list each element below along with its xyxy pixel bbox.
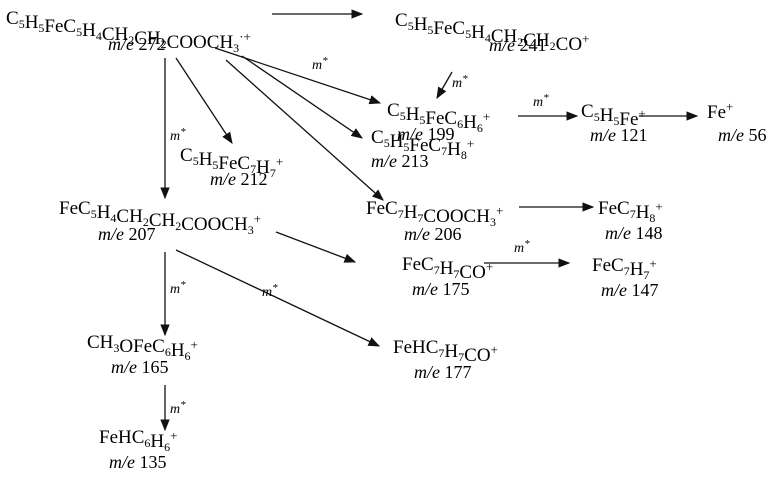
transition-arrow-272-to-207: m* (160, 58, 186, 200)
ion-formula: FeC7H8+ (598, 198, 663, 225)
mass-to-charge-label: m/e 213 (371, 151, 429, 171)
ion-formula: FeC7H7CO+ (402, 254, 493, 283)
ion-formula: C5H5Fe+ (581, 101, 646, 130)
transition-arrow-207-to-177: m* (175, 249, 381, 347)
fragment-ion-121: C5H5Fe+m/e 121 (581, 101, 648, 145)
mass-to-charge-label: m/e 212 (210, 169, 268, 189)
ion-formula: FeHC6H6+ (99, 427, 177, 454)
mass-to-charge-label: m/e 199 (397, 124, 455, 144)
transition-arrow-272-to-206 (225, 59, 384, 201)
metastable-label: m* (170, 399, 186, 417)
metastable-label: m* (514, 238, 530, 256)
fragment-ion-272: C5H5FeC5H4CH2CH2COOCH3·+m/e 272 (6, 8, 251, 55)
mass-to-charge-label: m/e 165 (111, 357, 169, 377)
ion-formula: Fe+ (707, 99, 733, 123)
mass-to-charge-label: m/e 206 (404, 224, 462, 244)
arrow-line (175, 57, 233, 144)
fragment-ion-175: FeC7H7CO+m/e 175 (402, 254, 493, 299)
transition-arrow-165-to-135: m* (160, 385, 186, 432)
fragment-ion-213: C5H5FeC7H8+m/e 213 (371, 127, 474, 171)
arrow-line (175, 249, 381, 347)
ion-formula: FeC7H7+ (592, 255, 657, 282)
fragment-ion-147: FeC7H7+m/e 147 (592, 255, 659, 300)
ion-formula: C5H5FeC6H6+ (387, 100, 490, 135)
metastable-label: m* (262, 282, 278, 300)
ion-formula: C5H5FeC5H4CH2CH2COOCH3·+ (6, 8, 251, 55)
mass-to-charge-label: m/e 147 (601, 280, 659, 300)
fragment-ion-135: FeHC6H6+m/e 135 (99, 427, 177, 472)
metastable-label: m* (170, 279, 186, 297)
fragment-ion-56: Fe+m/e 56 (707, 99, 767, 145)
mass-to-charge-label: m/e 56 (718, 125, 767, 145)
ion-formula: FeC5H4CH2CH2COOCH3+ (59, 198, 261, 237)
ion-formula: FeHC7H7CO+ (393, 337, 498, 366)
mass-to-charge-label: m/e 148 (605, 223, 663, 243)
transition-arrow-272-to-212 (175, 57, 233, 144)
metastable-label: m* (312, 55, 328, 73)
transition-arrow-207-to-175 (275, 231, 357, 263)
ion-formula: CH3OFeC6H6+ (87, 332, 198, 363)
arrow-line (275, 231, 357, 263)
mass-to-charge-label: m/e 207 (98, 224, 156, 244)
fragment-ion-212: C5H5FeC7H7+m/e 212 (180, 145, 283, 189)
fragment-ion-177: FeHC7H7CO+m/e 177 (393, 337, 498, 382)
transition-arrow-175-to-147: m* (484, 238, 571, 268)
transition-arrow-272-to-199: m* (214, 47, 382, 105)
fragment-ion-165: CH3OFeC6H6+m/e 165 (87, 332, 198, 377)
mass-to-charge-label: m/e 272 (108, 34, 166, 54)
metastable-label: m* (533, 92, 549, 110)
transition-arrow-272-to-213 (241, 55, 363, 139)
mass-to-charge-label: m/e 177 (414, 362, 472, 382)
fragment-ion-241: C5H5FeC5H4CH2CH2CO+m/e 241 (395, 10, 589, 55)
fragment-ion-148: FeC7H8+m/e 148 (598, 198, 663, 243)
metastable-label: m* (170, 126, 186, 144)
transition-arrow-207-to-165: m* (160, 252, 186, 337)
mass-to-charge-label: m/e 121 (590, 125, 648, 145)
ion-formula: C5H5FeC7H7+ (180, 145, 283, 180)
metastable-label: m* (452, 73, 468, 91)
ion-formula: C5H5FeC7H8+ (371, 127, 474, 162)
arrow-line (241, 55, 363, 139)
mass-to-charge-label: m/e 135 (109, 452, 167, 472)
fragment-ion-199: C5H5FeC6H6+m/e 199 (387, 100, 490, 144)
ion-formula: C5H5FeC5H4CH2CH2CO+ (395, 10, 589, 55)
mass-to-charge-label: m/e 241 (489, 35, 547, 55)
mass-to-charge-label: m/e 175 (412, 279, 470, 299)
ion-formula: FeC7H7COOCH3+ (366, 198, 503, 229)
arrow-line (225, 59, 384, 201)
fragment-ion-207: FeC5H4CH2CH2COOCH3+m/e 207 (59, 198, 261, 244)
transition-arrow-241-to-199: m* (436, 71, 468, 100)
arrow-line (214, 47, 382, 105)
fragment-ion-206: FeC7H7COOCH3+m/e 206 (366, 198, 503, 244)
transition-arrow-199-to-121: m* (518, 92, 579, 121)
arrow-line (436, 71, 453, 100)
